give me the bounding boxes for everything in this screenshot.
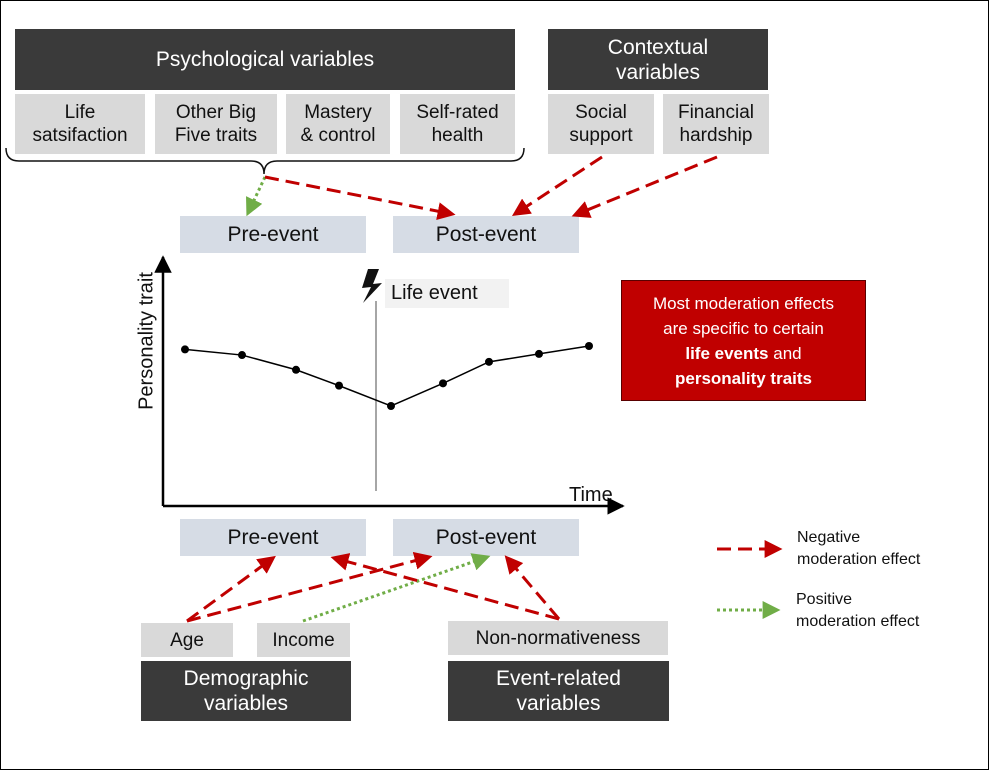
other-big-five-line1: Other Big [175, 102, 257, 123]
note-line1: Most moderation effects [652, 293, 835, 313]
top-pre-event-label: Pre-event [227, 222, 319, 246]
trajectory-point [439, 379, 447, 388]
bottom-post-event-label: Post-event [435, 525, 537, 549]
lightning-icon [362, 269, 382, 303]
x-axis-label: Time [569, 484, 613, 506]
trajectory-point [335, 381, 343, 390]
financial-hardship-line2: hardship [679, 125, 753, 146]
trajectory-point [181, 345, 189, 354]
age-box: Age [141, 623, 233, 657]
legend-negative-line2: moderation effect [797, 551, 921, 568]
financial-hardship-line1: Financial [677, 102, 755, 123]
life-event-label: Life event [391, 282, 478, 304]
top-post-event-box: Post-event [393, 216, 579, 253]
demographic-title-line2: variables [203, 692, 289, 715]
event-related-title-line2: variables [516, 692, 601, 715]
note-line2: are specific to certain [663, 318, 824, 338]
legend-negative-line1: Negative [797, 529, 861, 546]
trajectory-point [535, 349, 543, 358]
arrow-age-to-pre [186, 555, 276, 623]
life-satisfaction-line2: satsifaction [32, 125, 128, 146]
arrow-psych-to-post [264, 175, 456, 221]
bottom-pre-event-label: Pre-event [227, 525, 319, 549]
mastery-control-line1: Mastery [304, 102, 372, 123]
bottom-pre-event-box: Pre-event [180, 519, 366, 556]
social-support-line1: Social [575, 102, 627, 123]
legend-negative-text: Negative moderation effect [797, 527, 920, 571]
note-personality-traits: personality traits [675, 368, 812, 388]
trajectory-point [485, 357, 493, 366]
income-box: Income [257, 623, 350, 657]
age-label: Age [170, 629, 204, 651]
arrow-age-to-post [186, 551, 433, 623]
note-line4: personality traits [622, 366, 865, 391]
self-rated-health-line1: Self-rated [416, 102, 499, 123]
legend-positive-text: Positive moderation effect [796, 589, 919, 633]
psychological-variables-header: Psychological variables [15, 29, 515, 90]
non-normativeness-box: Non-normativeness [448, 621, 668, 655]
trajectory-points [181, 342, 593, 410]
psychological-variables-title: Psychological variables [155, 48, 375, 71]
top-pre-event-box: Pre-event [180, 216, 366, 253]
arrow-social-to-post [511, 155, 603, 216]
contextual-title-line1: Contextual [607, 35, 709, 59]
self-rated-health-line2: health [431, 125, 484, 146]
arrow-psych-to-pre [246, 176, 267, 217]
trajectory-point [238, 351, 246, 360]
income-label: Income [272, 629, 335, 651]
note-and: and [773, 343, 802, 363]
psychological-brace [5, 147, 525, 175]
life-event-label-box: Life event [385, 279, 509, 308]
life-satisfaction-line1: Life [64, 102, 96, 123]
non-normativeness-label: Non-normativeness [475, 627, 641, 649]
arrow-nonnormative-to-pre [330, 553, 560, 621]
bottom-post-event-box: Post-event [393, 519, 579, 556]
demographic-title-line1: Demographic [183, 667, 309, 690]
legend-positive-line2: moderation effect [796, 613, 920, 630]
trajectory-point [387, 402, 395, 410]
event-related-title-line1: Event-related [496, 667, 621, 690]
contextual-title-line2: variables [615, 60, 701, 84]
other-big-five-line2: Five traits [174, 125, 258, 146]
arrow-nonnormative-to-post [504, 555, 561, 620]
mastery-control-box: Mastery& control [286, 94, 390, 154]
note-line3: life events and [622, 341, 865, 366]
arrow-income-to-post [302, 553, 491, 623]
trajectory-point [292, 365, 300, 374]
legend-positive-line1: Positive [796, 591, 853, 608]
social-support-line2: support [569, 125, 633, 146]
trajectory-point [585, 342, 593, 350]
mastery-control-line2: & control [300, 125, 376, 146]
note-life-events: life events [685, 343, 769, 363]
moderation-note: Most moderation effects are specific to … [621, 280, 866, 401]
arrow-financial-to-post [571, 155, 718, 218]
top-post-event-label: Post-event [435, 222, 537, 246]
